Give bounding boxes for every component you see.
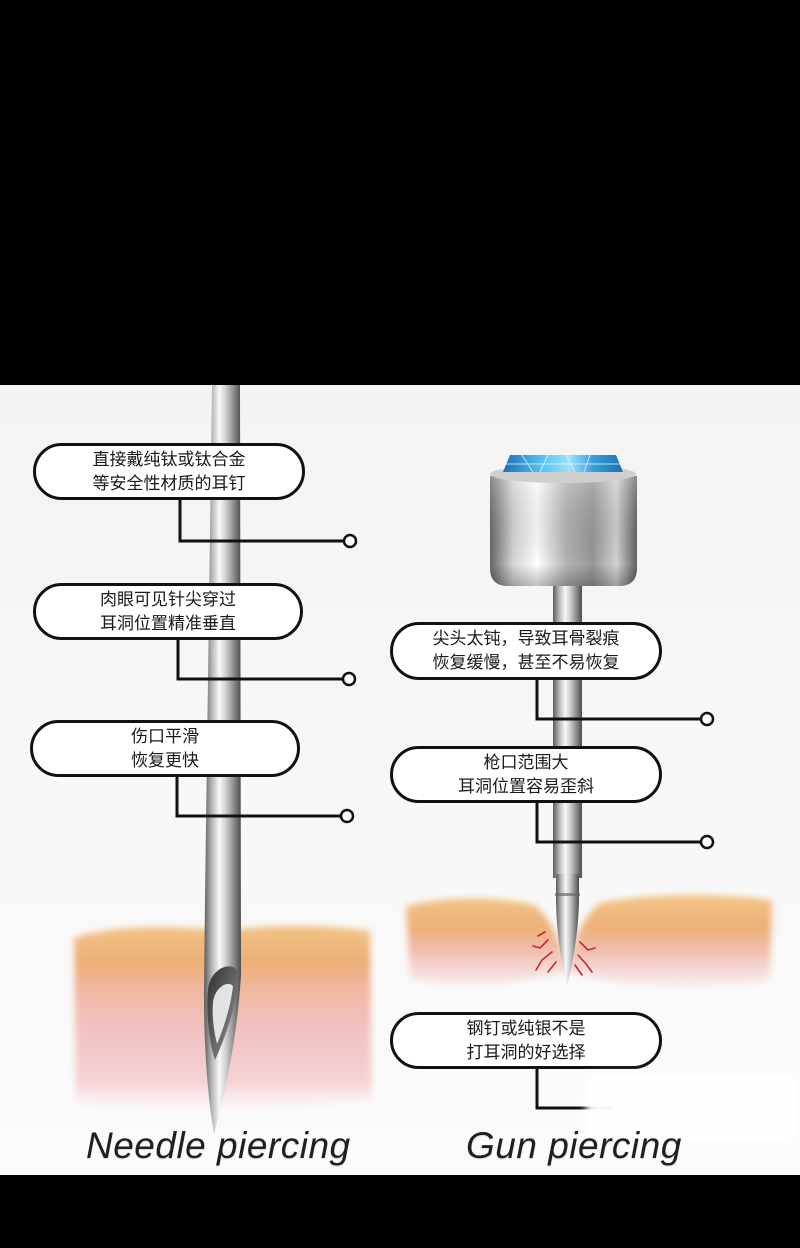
- gun-skin-tissue: [406, 895, 772, 987]
- connector-dot-gun-2: [699, 834, 715, 850]
- bottom-black-bar: [0, 1175, 800, 1248]
- gun-stud-earring: [490, 454, 637, 986]
- callout-line: 恢复更快: [131, 750, 199, 771]
- connector-needle-1: [178, 500, 344, 543]
- top-black-bar: [0, 0, 800, 385]
- needle-bevel-highlight: [212, 983, 233, 1044]
- needle-callout-precision: 肉眼可见针尖穿过 耳洞位置精准垂直: [33, 583, 303, 640]
- watermark-blur-patch: [586, 1074, 798, 1140]
- connector-dot-needle-1: [342, 533, 358, 549]
- connector-needle-2: [176, 640, 343, 681]
- gun-callout-material: 钢钉或纯银不是 打耳洞的好选择: [390, 1012, 662, 1069]
- needle-callout-material: 直接戴纯钛或钛合金 等安全性材质的耳钉: [33, 443, 305, 500]
- stud-collar: [556, 874, 579, 896]
- wound-cracks: [532, 931, 596, 976]
- connector-dot-needle-3: [339, 808, 355, 824]
- connector-needle-3: [175, 777, 341, 818]
- gun-callout-blunt-tip: 尖头太钝，导致耳骨裂痕 恢复缓慢，甚至不易恢复: [390, 622, 662, 680]
- callout-line: 肉眼可见针尖穿过: [100, 589, 236, 610]
- callout-line: 等安全性材质的耳钉: [92, 473, 246, 494]
- connector-gun-1: [535, 680, 701, 721]
- callout-line: 尖头太钝，导致耳骨裂痕: [432, 629, 620, 649]
- connector-gun-2: [535, 803, 701, 844]
- stud-tip: [556, 896, 579, 986]
- callout-line: 打耳洞的好选择: [466, 1042, 586, 1063]
- callout-line: 钢钉或纯银不是: [466, 1018, 586, 1039]
- callout-line: 耳洞位置容易歪斜: [458, 776, 594, 797]
- gem-facets: [506, 454, 620, 473]
- callout-line: 恢复缓慢，甚至不易恢复: [432, 653, 620, 673]
- callout-line: 枪口范围大: [483, 752, 569, 773]
- gun-callout-range: 枪口范围大 耳洞位置容易歪斜: [390, 746, 662, 803]
- needle-piercing-label: Needle piercing: [86, 1125, 351, 1166]
- callout-line: 直接戴纯钛或钛合金: [92, 449, 246, 470]
- gun-piercing-label: Gun piercing: [466, 1125, 682, 1166]
- needle-callout-healing: 伤口平滑 恢复更快: [30, 720, 300, 777]
- connector-dot-gun-1: [699, 711, 715, 727]
- callout-line: 伤口平滑: [131, 726, 199, 747]
- connector-dot-needle-2: [341, 671, 357, 687]
- callout-line: 耳洞位置精准垂直: [100, 613, 236, 634]
